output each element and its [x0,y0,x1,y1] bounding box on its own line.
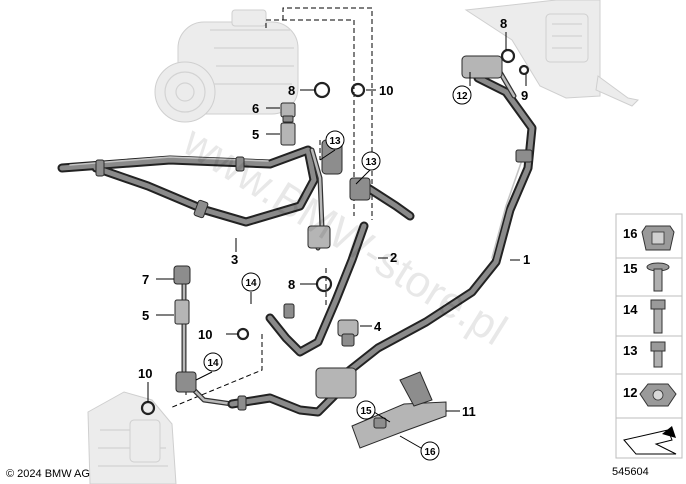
circled-callout-13-right: 13 [361,151,381,171]
callout-9: 9 [521,88,528,103]
callout-8-evaporator: 8 [500,16,507,31]
callout-10-middle: 10 [198,327,212,342]
fastener-legend: 16 15 14 13 [615,213,683,459]
service-valve-lower [173,265,191,325]
circled-callout-15: 15 [356,400,376,420]
hose-3 [57,145,319,227]
callout-2: 2 [390,250,397,265]
leader-lines [147,32,527,449]
service-valve-upper [280,102,296,146]
watermark: www.BMW-store.pl [174,116,515,355]
cage-nut-icon [641,225,675,251]
hose-2 [265,139,415,357]
svg-text:12: 12 [623,385,637,400]
callout-3: 3 [231,252,238,267]
callout-8-center: 8 [288,277,295,292]
callout-4: 4 [374,319,382,334]
image-number: 545604 [612,466,649,478]
circled-callout-12: 12 [452,85,472,105]
lower-hose [175,279,357,417]
hex-nut-icon [639,383,677,407]
legend-row-16: 16 [623,225,675,251]
svg-text:12: 12 [456,91,468,102]
legend-row-13: 13 [623,341,666,368]
bracket-11 [351,371,447,449]
circled-callout-14-lower: 14 [203,352,223,372]
callout-7: 7 [142,272,149,287]
compressor-ghost [154,9,299,123]
svg-text:14: 14 [207,358,219,369]
svg-text:13: 13 [329,136,341,147]
pipe-1 [335,55,537,383]
callout-8-compressor: 8 [288,83,295,98]
evaporator-ghost [464,0,640,107]
collar-bolt-icon [646,262,670,292]
svg-text:14: 14 [245,278,257,289]
svg-text:13: 13 [365,157,377,168]
hex-bolt-short-icon [650,341,666,368]
arrow-reference-icon [623,426,677,455]
callout-6: 6 [252,101,259,116]
circled-callout-16: 16 [420,441,440,461]
callout-10-upper: 10 [379,83,393,98]
legend-row-15: 15 [623,261,670,292]
legend-row-12: 12 [623,383,677,407]
svg-text:15: 15 [623,261,637,276]
condenser-ghost [87,391,177,484]
pressure-sensor-4 [337,319,359,347]
svg-text:14: 14 [623,302,638,317]
callout-1: 1 [523,252,530,267]
callout-5-upper: 5 [252,127,259,142]
svg-text:16: 16 [424,447,436,458]
callout-5-lower: 5 [142,308,149,323]
copyright: © 2024 BMW AG [6,468,90,480]
callout-10-lower: 10 [138,366,152,381]
legend-row-14: 14 [623,299,666,334]
callout-11: 11 [462,404,476,419]
hex-bolt-long-icon [650,299,666,334]
circled-callout-13-upper: 13 [325,130,345,150]
svg-text:15: 15 [360,406,372,417]
svg-text:16: 16 [623,226,637,241]
svg-text:13: 13 [623,343,637,358]
circled-callout-14-upper: 14 [241,272,261,292]
